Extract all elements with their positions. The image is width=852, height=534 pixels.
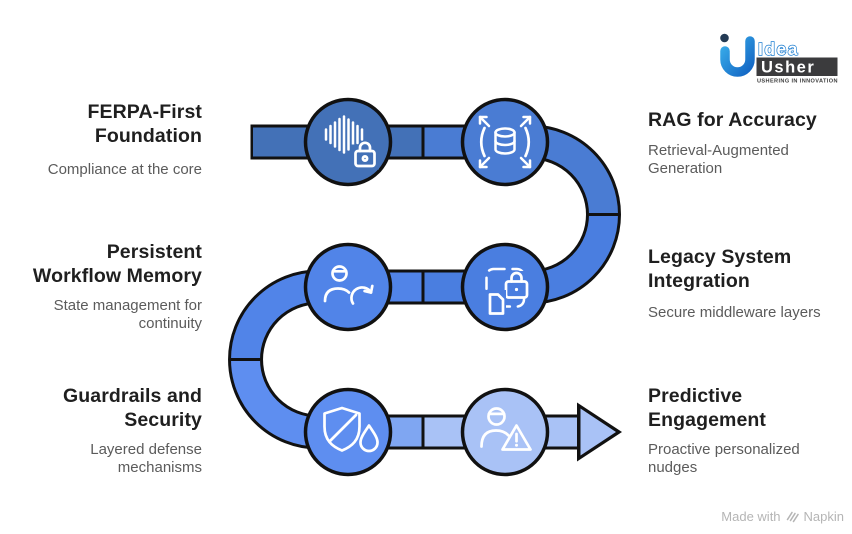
step-title-rag: RAG for Accuracy bbox=[648, 109, 817, 131]
step-title-legacy: Legacy System Integration bbox=[648, 246, 792, 292]
logo-usher-badge bbox=[756, 57, 838, 76]
logo-idea-text: Idea bbox=[758, 39, 799, 59]
user-alert-icon bbox=[480, 407, 532, 451]
step-subtitle-rag: Retrieval-Augmented Generation bbox=[648, 142, 789, 177]
step-subtitle-predictive: Proactive personalized nudges bbox=[648, 441, 800, 476]
flow-arrowhead bbox=[580, 408, 616, 456]
step-subtitle-ferpa: Compliance at the core bbox=[47, 161, 202, 178]
made-with-text: Made with bbox=[721, 509, 781, 524]
node-guardrails-circle bbox=[303, 387, 393, 477]
step-title-ferpa: FERPA-First Foundation bbox=[87, 101, 202, 147]
step-title-predictive: Predictive Engagement bbox=[648, 385, 767, 431]
logo-dot bbox=[720, 33, 729, 43]
node-rag-circle bbox=[460, 97, 550, 187]
step-subtitle-legacy: Secure middleware layers bbox=[648, 304, 821, 321]
step-subtitle-guardrails: Layered defense mechanisms bbox=[90, 441, 202, 476]
user-refresh-icon bbox=[323, 265, 374, 305]
node-persistent-circle bbox=[303, 242, 393, 332]
frame-lock-document-icon bbox=[485, 267, 530, 317]
waveform-lock-icon bbox=[324, 115, 379, 170]
logo-usher-text: Usher bbox=[761, 59, 815, 77]
logo-tagline: USHERING IN INNOVATION bbox=[757, 79, 838, 85]
napkin-logo-icon bbox=[786, 511, 799, 523]
idea-usher-logo: Idea Usher USHERING IN INNOVATION bbox=[720, 33, 838, 85]
database-expand-icon bbox=[478, 115, 532, 169]
napkin-brand-text: Napkin bbox=[803, 509, 844, 524]
step-subtitle-persistent: State management for continuity bbox=[53, 297, 202, 332]
step-title-guardrails: Guardrails and Security bbox=[62, 385, 202, 431]
step-title-persistent: Persistent Workflow Memory bbox=[32, 241, 202, 287]
napkin-attribution: Made with Napkin bbox=[721, 509, 844, 524]
logo-u-mark bbox=[720, 36, 755, 77]
shield-droplet-icon bbox=[323, 406, 379, 453]
